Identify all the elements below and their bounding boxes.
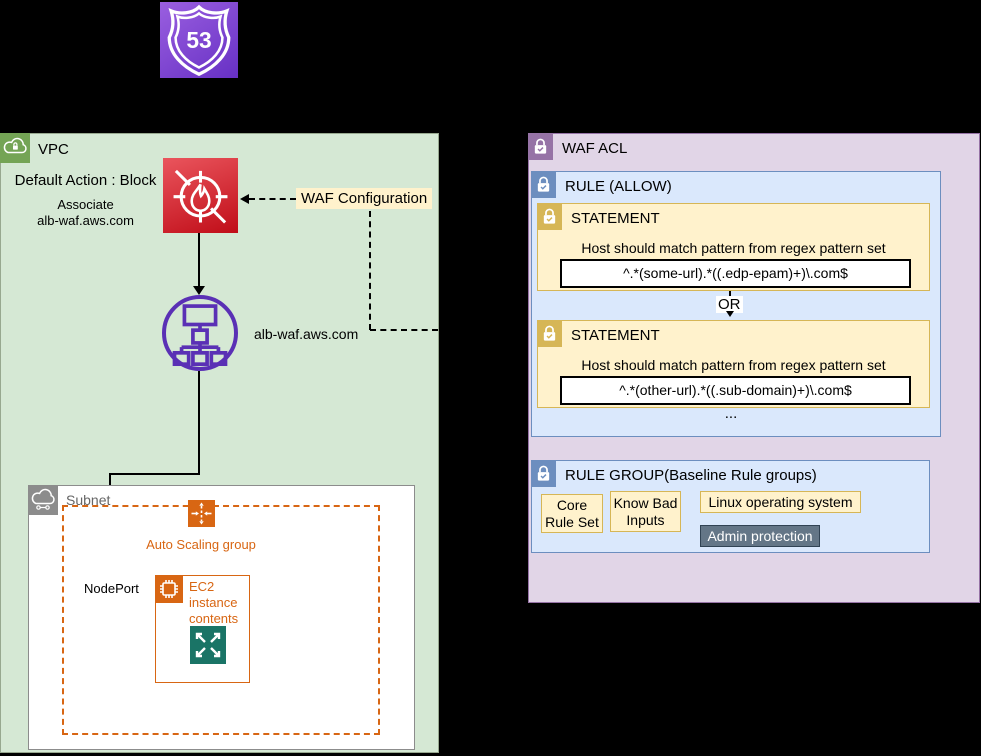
ec2-icon [155,575,183,603]
arrowhead-down-icon [726,311,734,317]
alb-icon [162,295,238,371]
waf-acl-title: WAF ACL [562,140,628,157]
statement-lock-icon [537,203,562,230]
chip-linux-operating-system: Linux operating system [700,491,861,513]
statement-title: STATEMENT [571,210,660,227]
or-label: OR [716,296,743,313]
dashed-connector-vertical [369,211,371,330]
route53-badge-text: 53 [186,27,211,53]
associate-target-text: alb-waf.aws.com [37,213,134,228]
more-statements-ellipsis: ... [724,405,738,422]
auto-scaling-boundary [62,505,380,735]
connector-r53-waf [198,78,200,149]
auto-scaling-label: Auto Scaling group [146,537,256,552]
ec2-label: EC2 instance contents [189,579,239,626]
statement-description: Host should match pattern from regex pat… [581,357,886,373]
associate-text: Associate [57,197,114,212]
waf-acl-lock-icon [528,133,553,160]
chip-known-bad-inputs: Know Bad Inputs [610,491,681,532]
connector-jog [109,473,200,475]
rule-group-title: RULE GROUP(Baseline Rule groups) [565,467,817,484]
rule-lock-icon [531,171,556,198]
route-shield-icon: 53 [167,4,231,77]
connector-alb-down [198,371,200,475]
regex-pattern-1: ^.*(some-url).*((.edp-epam)+)\.com$ [560,259,911,288]
route53-icon: 53 [160,2,238,78]
statement-box-2: STATEMENT Host should match pattern from… [537,320,930,408]
default-action-text: Default Action : Block [14,172,157,189]
vpc-icon [0,133,30,163]
regex-pattern-2: ^.*(other-url).*((.sub-domain)+)\.com$ [560,376,911,405]
statement-box-1: STATEMENT Host should match pattern from… [537,203,930,291]
statement-title: STATEMENT [571,327,660,344]
rule-group-lock-icon [531,460,556,487]
auto-scaling-icon [188,500,215,527]
dashed-connector-wafcfg [249,198,296,200]
chip-core-rule-set: Core Rule Set [541,494,603,533]
rule-allow-title: RULE (ALLOW) [565,178,672,195]
arrowhead-left-icon [240,194,249,204]
waf-icon [163,158,238,233]
statement-description: Host should match pattern from regex pat… [581,240,886,256]
vpc-label: VPC [38,141,69,158]
expand-arrows-icon [190,626,226,664]
subnet-label: Subnet [66,492,111,508]
subnet-icon [28,485,58,515]
waf-configuration-label: WAF Configuration [296,188,433,209]
nodeport-label: NodePort [84,581,139,596]
statement-lock-icon [537,320,562,347]
dashed-connector-horizontal [370,329,438,331]
chip-admin-protection: Admin protection [700,525,820,547]
arrowhead-down-icon [193,286,205,295]
or-connector-line [729,291,731,297]
alb-dns-label: alb-waf.aws.com [254,326,359,342]
connector-waf-alb [198,233,200,286]
